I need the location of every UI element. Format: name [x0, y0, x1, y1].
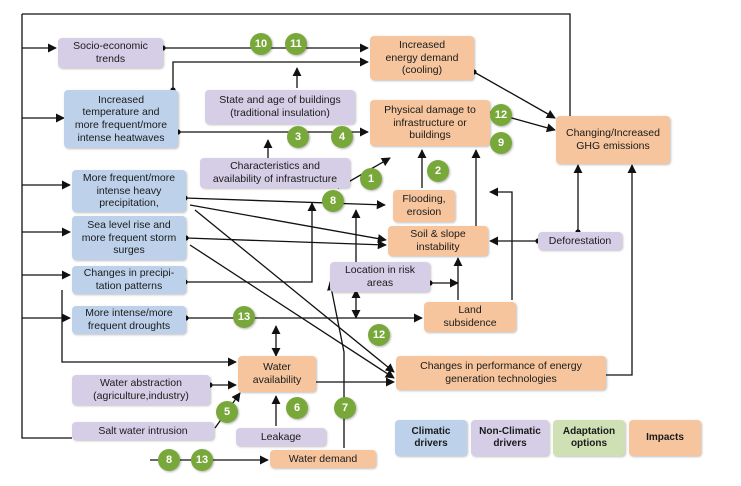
ghg-box: Changing/Increased GHG emissions — [556, 116, 670, 164]
option-circle: 4 — [331, 126, 353, 148]
infrastructure-box: Characteristics and availability of infr… — [200, 158, 350, 188]
option-circle: 3 — [287, 126, 309, 148]
physical-damage-box: Physical damage to infrastructure or bui… — [370, 100, 490, 146]
option-circle: 7 — [334, 397, 356, 419]
option-circle: 6 — [286, 397, 308, 419]
deforestation-box: Deforestation — [538, 232, 622, 250]
subsidence-to-ghg — [489, 187, 513, 300]
salt-water-box: Salt water intrusion — [72, 422, 214, 440]
ghg-feedback-line — [22, 13, 571, 118]
option-circle: 8 — [158, 449, 180, 471]
soil-box: Soil & slope instability — [388, 226, 488, 256]
sea-level-box: Sea level rise and more frequent storm s… — [72, 216, 186, 260]
subsidence-box: Land subsidence — [424, 302, 516, 332]
option-circle: 13 — [191, 449, 213, 471]
trunk-line — [21, 14, 72, 439]
buildings-box: State and age of buildings (traditional … — [205, 90, 355, 124]
legend-climatic: Climatic drivers — [395, 420, 467, 456]
water-abstraction-box: Water abstraction (agriculture,industry) — [72, 375, 210, 405]
droughts-box: More intense/more frequent droughts — [72, 306, 186, 334]
option-circle: 12 — [490, 104, 512, 126]
precipitation-to-flooding — [182, 195, 386, 210]
performance-box: Changes in performance of energy generat… — [396, 356, 606, 390]
energy-demand-box: Increased energy demand (cooling) — [370, 36, 474, 80]
option-circle: 10 — [250, 33, 272, 55]
water-demand-to-performance — [327, 281, 345, 448]
precipitation-box: More frequent/more intense heavy precipi… — [72, 170, 186, 212]
option-circle: 1 — [360, 168, 382, 190]
temperature-to-energy-demand — [170, 57, 369, 93]
option-circle: 9 — [490, 132, 512, 154]
water-availability-box: Water availability — [238, 356, 316, 392]
energy-demand-to-ghg — [471, 69, 556, 119]
option-circle: 2 — [427, 160, 449, 182]
flooding-box: Flooding, erosion — [393, 190, 455, 222]
patterns-to-water — [61, 290, 237, 367]
water-demand-box: Water demand — [270, 450, 376, 468]
option-circle: 5 — [216, 401, 238, 423]
precip-patterns-box: Changes in precipi- tation patterns — [72, 266, 186, 294]
location-box: Location in risk areas — [330, 262, 430, 292]
legend-adaptation: Adaptation options — [553, 420, 625, 456]
socio-economic-box: Socio-economic trends — [58, 38, 163, 68]
patterns-to-infrastructure — [182, 202, 317, 285]
leakage-box: Leakage — [236, 428, 326, 446]
legend-impacts: Impacts — [629, 420, 701, 456]
temperature-box: Increased temperature and more frequent/… — [64, 90, 178, 148]
option-circle: 8 — [322, 190, 344, 212]
option-circle: 11 — [285, 33, 307, 55]
legend-non-climatic: Non-Climatic drivers — [471, 420, 549, 456]
option-circle: 12 — [368, 324, 390, 346]
option-circle: 13 — [233, 306, 255, 328]
performance-to-ghg — [606, 164, 637, 376]
